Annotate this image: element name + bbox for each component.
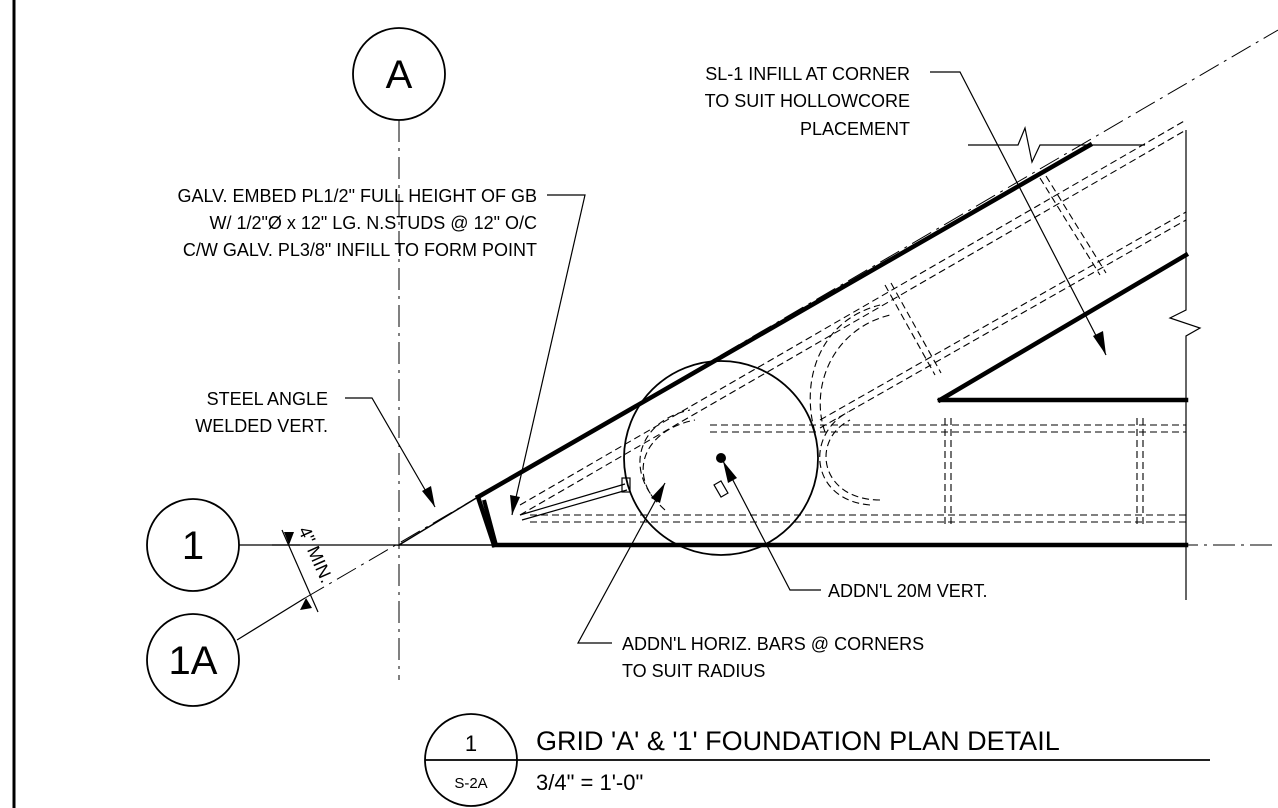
break-line-right bbox=[1168, 130, 1202, 600]
svg-text:W/ 1/2"Ø x 12" LG. N.STUDS @ 1: W/ 1/2"Ø x 12" LG. N.STUDS @ 12" O/C bbox=[209, 213, 537, 233]
svg-text:PLACEMENT: PLACEMENT bbox=[800, 119, 910, 139]
grid-bubble-1a: 1A bbox=[146, 613, 240, 707]
svg-text:ADDN'L HORIZ. BARS @ CORNERS: ADDN'L HORIZ. BARS @ CORNERS bbox=[622, 634, 924, 654]
svg-text:A: A bbox=[386, 53, 413, 97]
svg-text:TO SUIT RADIUS: TO SUIT RADIUS bbox=[622, 661, 765, 681]
grid-line-1a-leader bbox=[236, 597, 306, 641]
reinforcing-bars bbox=[519, 119, 1187, 528]
svg-text:C/W GALV. PL3/8" INFILL TO FOR: C/W GALV. PL3/8" INFILL TO FORM POINT bbox=[183, 240, 537, 260]
note-addnl-vert: ADDN'L 20M VERT. bbox=[828, 581, 988, 601]
note-addnl-horiz: ADDN'L HORIZ. BARS @ CORNERS TO SUIT RAD… bbox=[622, 634, 924, 681]
steel-angle-point bbox=[396, 495, 498, 546]
grade-beam-outline bbox=[474, 141, 1190, 548]
svg-text:GALV. EMBED PL1/2" FULL HEIGHT: GALV. EMBED PL1/2" FULL HEIGHT OF GB bbox=[177, 186, 537, 206]
svg-text:4" MIN.: 4" MIN. bbox=[294, 523, 336, 585]
addnl-vert-bar bbox=[623, 360, 819, 556]
leader-lines bbox=[345, 71, 1107, 644]
break-line-top bbox=[968, 125, 1145, 164]
detail-scale: 3/4" = 1'-0" bbox=[536, 770, 643, 795]
svg-text:ADDN'L 20M VERT.: ADDN'L 20M VERT. bbox=[828, 581, 988, 601]
note-galv-embed: GALV. EMBED PL1/2" FULL HEIGHT OF GB W/ … bbox=[177, 186, 537, 260]
detail-number: 1 bbox=[465, 731, 477, 756]
svg-text:1A: 1A bbox=[169, 639, 218, 683]
svg-text:TO SUIT HOLLOWCORE: TO SUIT HOLLOWCORE bbox=[705, 91, 910, 111]
svg-text:STEEL ANGLE: STEEL ANGLE bbox=[207, 389, 328, 409]
svg-text:WELDED VERT.: WELDED VERT. bbox=[195, 416, 328, 436]
grid-bubble-a: A bbox=[352, 27, 446, 121]
svg-text:1: 1 bbox=[182, 524, 204, 568]
note-sl1-infill: SL-1 INFILL AT CORNER TO SUIT HOLLOWCORE… bbox=[705, 64, 910, 139]
svg-text:SL-1 INFILL AT CORNER: SL-1 INFILL AT CORNER bbox=[705, 64, 910, 84]
sheet-number: S-2A bbox=[454, 775, 487, 792]
detail-title: GRID 'A' & '1' FOUNDATION PLAN DETAIL bbox=[536, 726, 1060, 756]
detail-title-block: 1 S-2A GRID 'A' & '1' FOUNDATION PLAN DE… bbox=[424, 713, 1210, 807]
note-steel-angle: STEEL ANGLE WELDED VERT. bbox=[195, 389, 328, 436]
grid-bubble-1: 1 bbox=[146, 498, 240, 592]
